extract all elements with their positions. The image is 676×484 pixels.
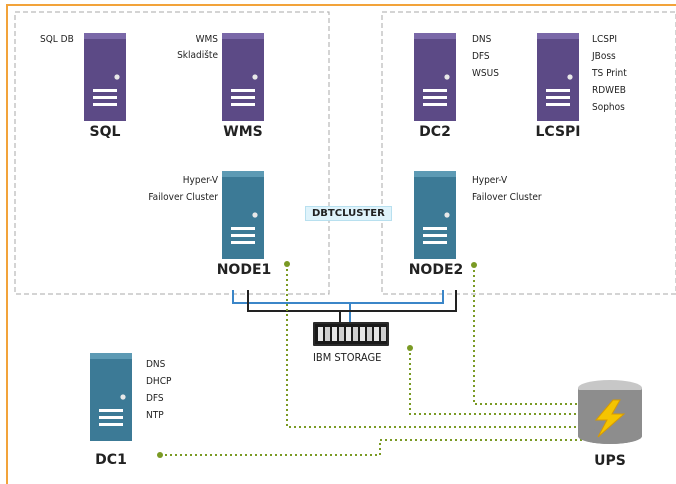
- service-wms-2: Skladište: [177, 50, 218, 61]
- service-lcspi-1: LCSPI: [592, 34, 618, 45]
- storage-links: [232, 290, 457, 322]
- server-tower-icon: [84, 33, 126, 121]
- service-lcspi-4: RDWEB: [592, 85, 626, 96]
- service-node2-2: Failover Cluster: [472, 192, 542, 203]
- server-tower-icon: [90, 353, 132, 441]
- server-lcspi: [537, 33, 579, 121]
- lightning-bolt-icon: [594, 399, 626, 438]
- server-dc2: [414, 33, 456, 121]
- service-dc1-1: DNS: [146, 359, 166, 370]
- server-tower-icon: [222, 33, 264, 121]
- service-node1-2: Failover Cluster: [148, 192, 218, 203]
- ups-label: UPS: [594, 453, 626, 469]
- ups-unit: [578, 380, 642, 444]
- service-sql-1: SQL DB: [40, 34, 74, 45]
- service-lcspi-2: JBoss: [592, 51, 616, 62]
- server-name-lcspi: LCSPI: [535, 124, 581, 140]
- service-lcspi-3: TS Print: [592, 68, 627, 79]
- service-lcspi-5: Sophos: [592, 102, 625, 113]
- server-node1: [222, 171, 264, 259]
- server-tower-icon: [414, 171, 456, 259]
- server-tower-icon: [222, 171, 264, 259]
- server-name-node1: NODE1: [216, 262, 272, 278]
- site-frame: [6, 4, 676, 484]
- service-dc1-2: DHCP: [146, 376, 172, 387]
- service-dc2-1: DNS: [472, 34, 492, 45]
- server-name-dc1: DC1: [95, 452, 127, 468]
- service-node2-1: Hyper-V: [472, 175, 508, 186]
- server-dc1: [90, 353, 132, 441]
- right-host-group: [381, 11, 676, 295]
- service-dc2-3: WSUS: [472, 68, 499, 79]
- storage-label: IBM STORAGE: [313, 351, 382, 364]
- left-host-group: [14, 11, 330, 295]
- power-link-endpoints: [157, 261, 477, 458]
- server-tower-icon: [414, 33, 456, 121]
- server-tower-icon: [537, 33, 579, 121]
- server-sql: [84, 33, 126, 121]
- storage-array-icon: [313, 322, 389, 346]
- service-node1-1: Hyper-V: [182, 175, 218, 186]
- server-name-wms: WMS: [223, 124, 263, 140]
- service-dc1-3: DFS: [146, 393, 164, 404]
- server-node2: [414, 171, 456, 259]
- cluster-label: DBTCLUSTER: [305, 206, 392, 221]
- server-wms: [222, 33, 264, 121]
- service-dc1-4: NTP: [146, 410, 164, 421]
- power-links: [160, 264, 585, 456]
- service-wms-1: WMS: [195, 34, 218, 45]
- server-name-sql: SQL: [89, 124, 121, 140]
- service-dc2-2: DFS: [472, 51, 490, 62]
- server-name-dc2: DC2: [419, 124, 451, 140]
- server-name-node2: NODE2: [408, 262, 464, 278]
